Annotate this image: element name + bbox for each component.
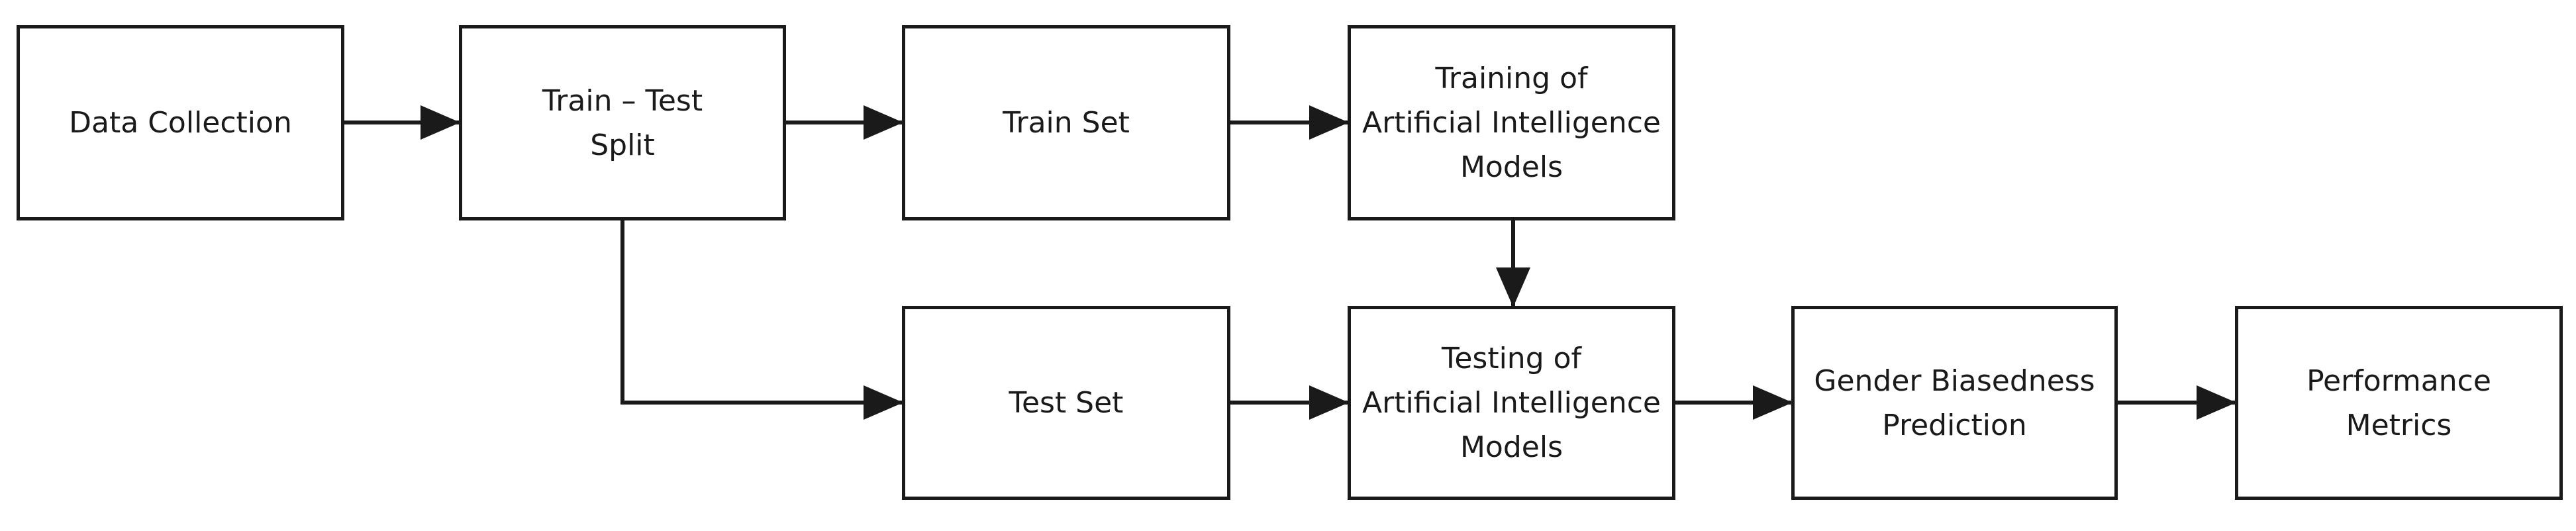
testing-models-box: Testing of Artificial Intelligence Model… [1348,306,1675,500]
train-test-split-box: Train – Test Split [459,25,786,220]
testing-models-label: Testing of Artificial Intelligence Model… [1362,342,1661,464]
performance-metrics-box: Performance Metrics [2235,306,2563,500]
arrow-split-to-test-set [620,220,903,420]
training-models-box: Training of Artificial Intelligence Mode… [1348,25,1675,220]
gender-prediction-box: Gender Biasedness Prediction [1791,306,2118,500]
test-set-box: Test Set [902,306,1230,500]
performance-metrics-label: Performance Metrics [2306,363,2491,442]
gender-prediction-label: Gender Biasedness Prediction [1814,363,2095,442]
data-collection-box: Data Collection [17,25,344,220]
data-collection-label: Data Collection [69,106,292,140]
training-models-label: Training of Artificial Intelligence Mode… [1362,62,1661,184]
train-test-split-label: Train – Test Split [542,83,703,162]
train-set-box: Train Set [902,25,1230,220]
train-set-label: Train Set [1003,106,1130,140]
test-set-label: Test Set [1009,386,1124,420]
